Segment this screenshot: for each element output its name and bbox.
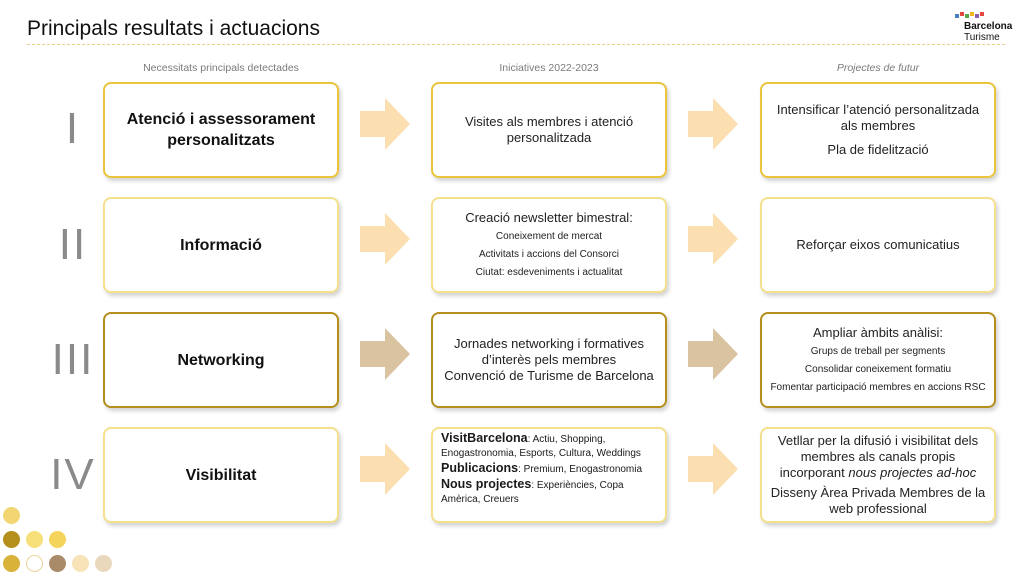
arrow-icon — [360, 443, 410, 495]
initiative-text-3b: Convenció de Turisme de Barcelona — [444, 368, 654, 383]
logo-line-2: Turisme — [964, 32, 1000, 43]
segment-label: VisitBarcelona — [441, 431, 528, 445]
honeycomb-cell — [49, 531, 66, 548]
future-heading-3: Ampliar àmbits anàlisi: — [812, 325, 944, 340]
segment-text: : Premium, Enogastronomia — [518, 464, 643, 475]
need-label-2: Informació — [180, 236, 262, 254]
honeycomb-cell — [26, 555, 43, 572]
page-title: Principals resultats i actuacions — [27, 17, 320, 40]
future-text-2: Reforçar eixos comunicatius — [796, 237, 960, 252]
arrow-icon — [688, 213, 738, 265]
row-numeral-2: II — [58, 220, 88, 269]
need-label-3: Networking — [177, 351, 265, 369]
need-box-4: Visibilitat — [103, 427, 339, 523]
future-text-1a: Intensificar l’atenció personalitzada al… — [776, 102, 980, 133]
honeycomb-cell — [72, 555, 89, 572]
future-text-4b: Disseny Àrea Privada Membres de la web p… — [770, 485, 986, 516]
future-box-2: Reforçar eixos comunicatius — [760, 197, 996, 293]
honeycomb-cell — [3, 507, 20, 524]
column-header-initiatives: Iniciatives 2022-2023 — [499, 62, 599, 74]
initiative-box-4: VisitBarcelona: Actiu, Shopping, Enogast… — [431, 427, 667, 523]
arrow-icon — [360, 213, 410, 265]
future-text-4a: Vetllar per la difusió i visibilitat del… — [770, 433, 986, 481]
title-divider — [27, 44, 1005, 45]
future-box-4: Vetllar per la difusió i visibilitat del… — [760, 427, 996, 523]
arrow-icon — [360, 328, 410, 380]
logo-line-1: Barcelona — [964, 21, 1013, 32]
initiative-segment: Publicacions: Premium, Enogastronomia — [441, 461, 642, 477]
initiative-item: Coneixement de mercat — [495, 231, 603, 242]
row-numeral-4: IV — [50, 450, 96, 499]
need-box-3: Networking — [103, 312, 339, 408]
initiative-box-2: Creació newsletter bimestral: Coneixemen… — [431, 197, 667, 293]
honeycomb-cell — [26, 531, 43, 548]
initiative-box-1: Visites als membres i atenció personalit… — [431, 82, 667, 178]
column-header-future: Projectes de futur — [836, 62, 920, 74]
need-label-4: Visibilitat — [185, 466, 257, 484]
future-text-4a-prefix: Vetllar per la difusió i visibilitat del… — [777, 433, 979, 480]
row-numeral-3: III — [51, 335, 95, 384]
initiative-text-3a: Jornades networking i formatives d’inter… — [453, 336, 645, 367]
barcelona-turisme-logo: Barcelona Turisme — [955, 12, 1015, 44]
segment-text: : Actiu, Shopping, Enogastronomia, Espor… — [441, 434, 641, 459]
segment-text: : Experiències, Copa Amèrica, Creuers — [441, 480, 624, 505]
need-box-1: Atenció i assessorament personalitzats — [103, 82, 339, 178]
honeycomb-cell — [3, 555, 20, 572]
future-text-1b: Pla de fidelització — [827, 142, 929, 157]
arrow-icon — [688, 98, 738, 150]
segment-label: Publicacions — [441, 461, 519, 475]
column-header-needs: Necessitats principals detectades — [143, 62, 299, 74]
initiative-item: Ciutat: esdeveniments i actualitat — [475, 267, 623, 278]
honeycomb-cell — [95, 555, 112, 572]
segment-label: Nous projectes — [441, 477, 532, 491]
initiative-heading-2: Creació newsletter bimestral: — [465, 210, 633, 225]
future-item: Consolidar coneixement formatiu — [804, 364, 952, 375]
future-box-3: Ampliar àmbits anàlisi: Grups de treball… — [760, 312, 996, 408]
initiative-item: Activitats i accions del Consorci — [478, 249, 620, 260]
initiative-segment: VisitBarcelona: Actiu, Shopping, Enogast… — [441, 431, 657, 461]
future-item: Fomentar participació membres en accions… — [770, 382, 986, 393]
row-numeral-1: I — [65, 104, 81, 153]
need-label-1: Atenció i assessorament personalitzats — [126, 111, 316, 149]
future-text-4a-italic: nous projectes ad-hoc — [848, 465, 977, 480]
future-item: Grups de treball per segments — [810, 346, 946, 357]
logo-dots-icon — [955, 12, 985, 22]
future-box-1: Intensificar l’atenció personalitzada al… — [760, 82, 996, 178]
arrow-icon — [360, 98, 410, 150]
honeycomb-cell — [3, 531, 20, 548]
honeycomb-photo-cell — [49, 555, 66, 572]
need-box-2: Informació — [103, 197, 339, 293]
arrow-icon — [688, 328, 738, 380]
initiative-box-3: Jornades networking i formatives d’inter… — [431, 312, 667, 408]
initiative-segment: Nous projectes: Experiències, Copa Amèri… — [441, 477, 657, 507]
arrow-icon — [688, 443, 738, 495]
initiative-text-1: Visites als membres i atenció personalit… — [464, 114, 634, 145]
